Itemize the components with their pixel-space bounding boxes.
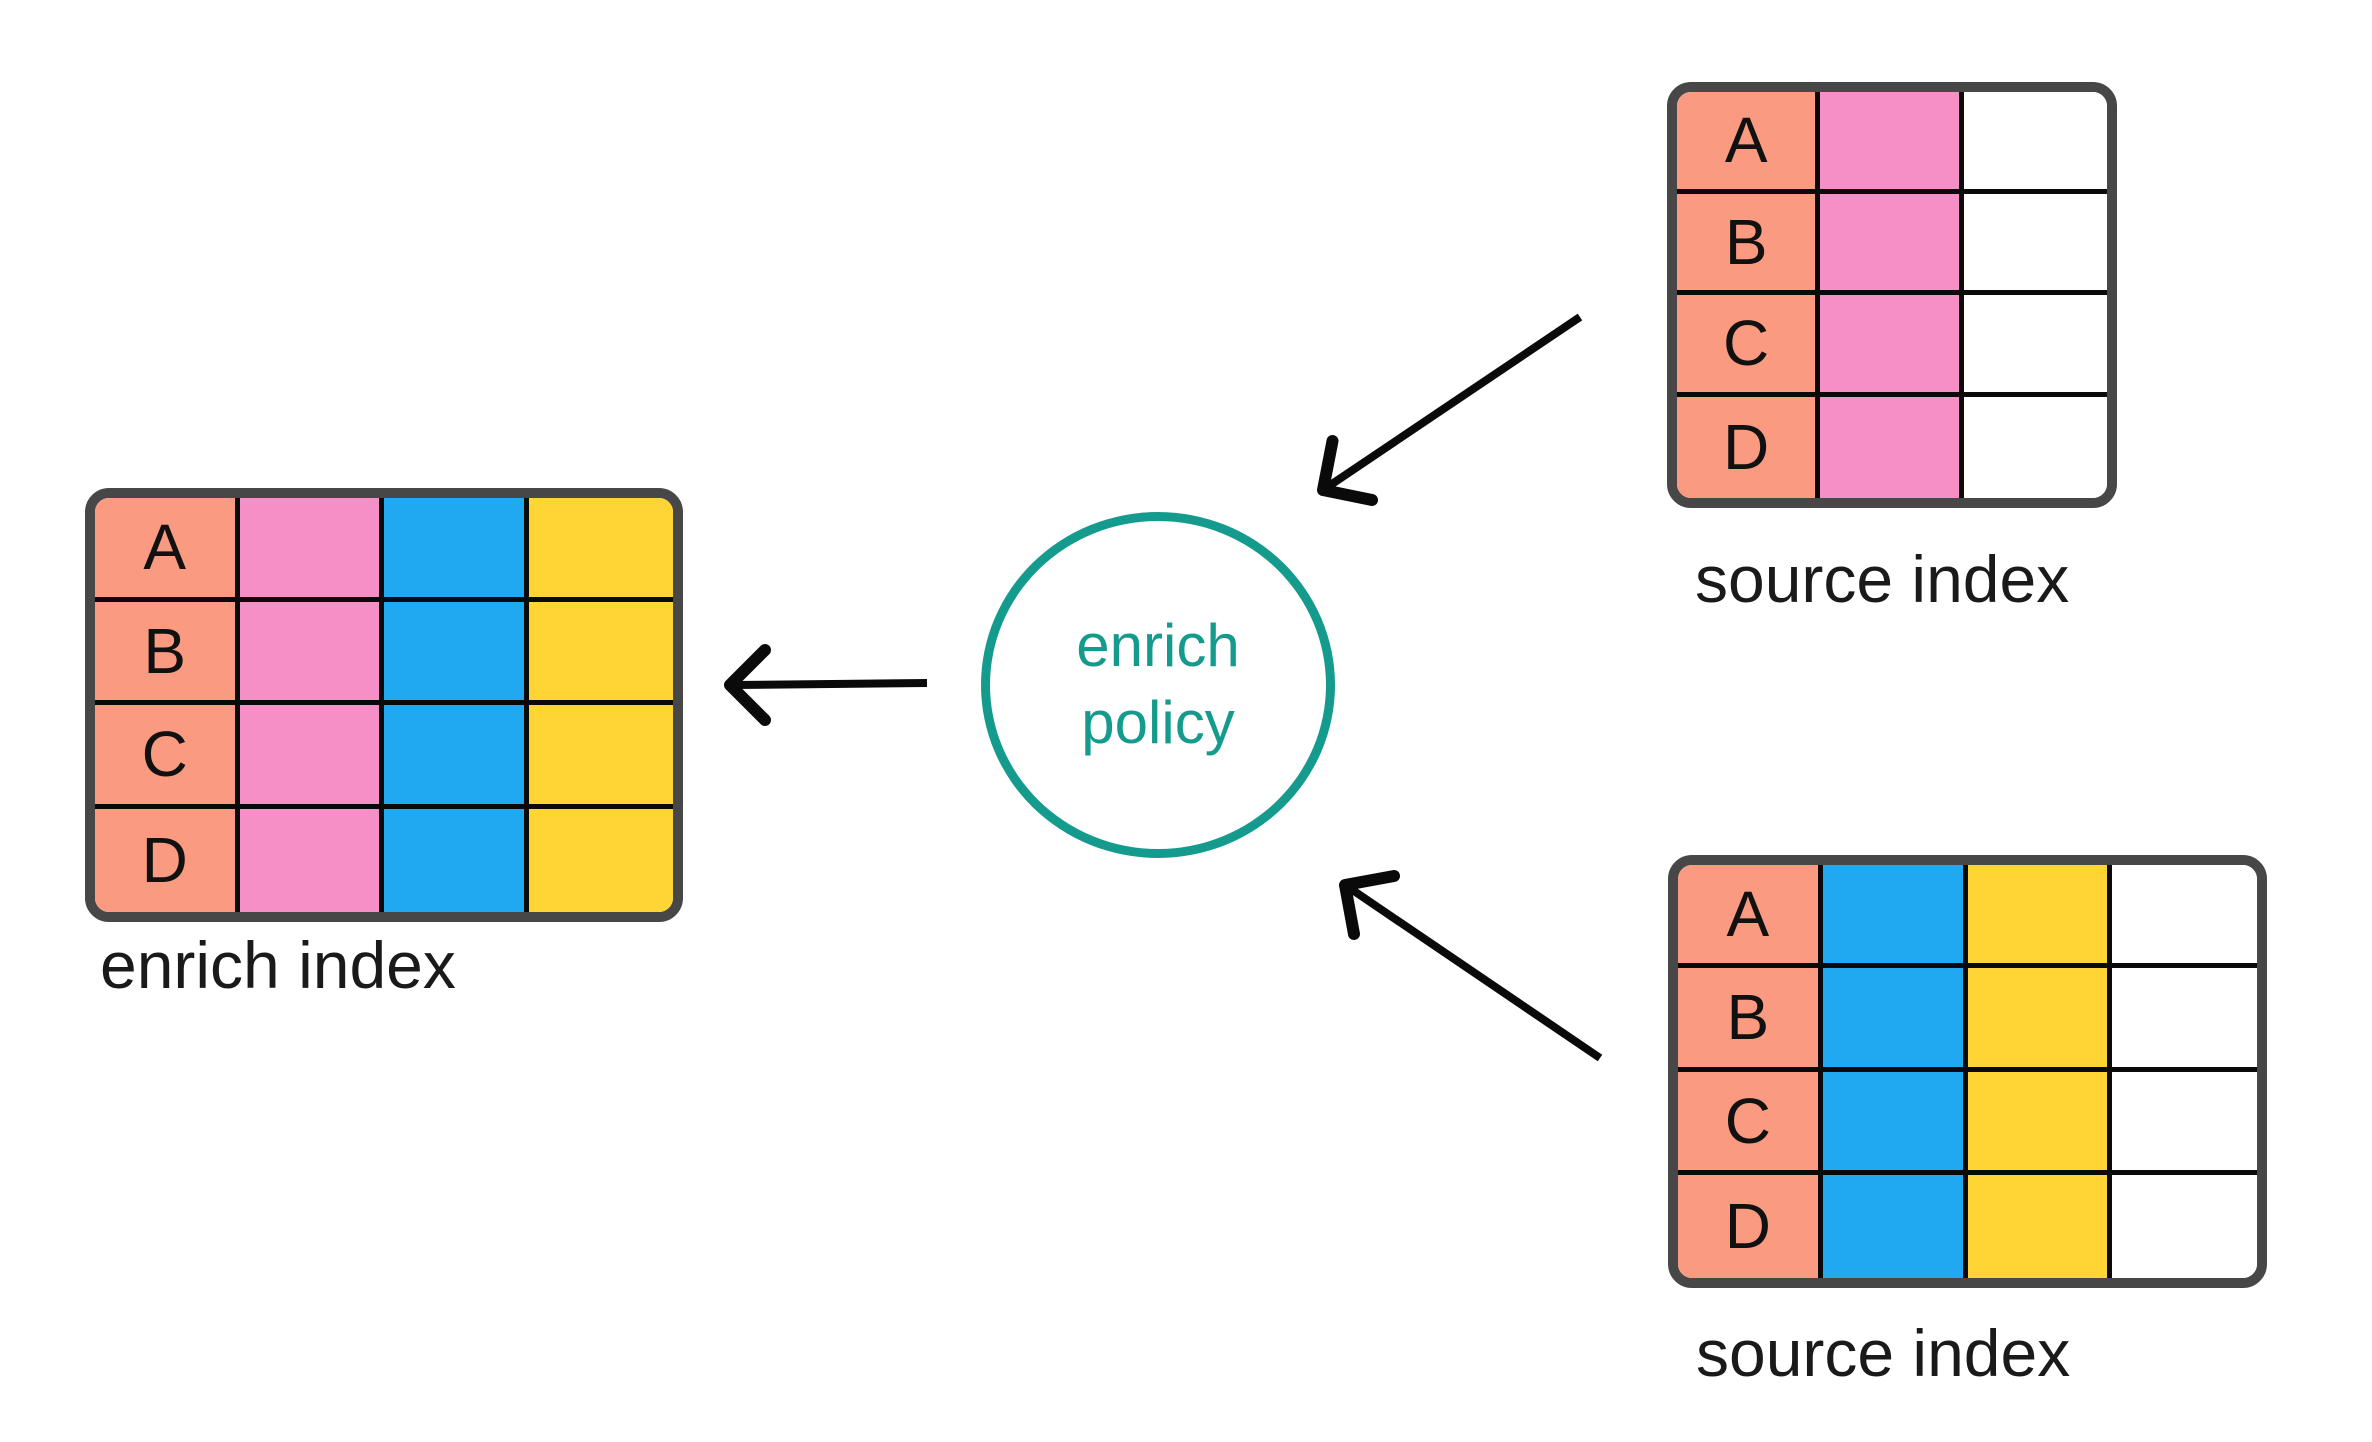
key-cell: D bbox=[1677, 396, 1821, 498]
row-letter: B bbox=[1726, 981, 1770, 1054]
value-cell bbox=[384, 601, 529, 705]
row-letter: C bbox=[141, 718, 188, 791]
value-cell bbox=[1820, 193, 1964, 295]
key-cell: D bbox=[1678, 1174, 1823, 1278]
row-letter: B bbox=[143, 614, 187, 687]
value-cell bbox=[239, 498, 384, 602]
key-cell: A bbox=[95, 498, 240, 602]
value-cell bbox=[1822, 865, 1968, 969]
key-cell: A bbox=[1677, 92, 1821, 194]
enrich-index-label: enrich index bbox=[100, 928, 456, 1002]
value-cell bbox=[1963, 295, 2107, 397]
key-cell: C bbox=[1678, 1071, 1823, 1175]
value-cell bbox=[1963, 92, 2107, 194]
enrich-policy-label-line2: policy bbox=[1081, 689, 1235, 756]
value-cell bbox=[2112, 1071, 2257, 1175]
row-letter: A bbox=[1726, 878, 1770, 951]
key-cell: D bbox=[95, 808, 240, 912]
arrow-source-top-to-policy bbox=[1317, 313, 1583, 506]
value-cell bbox=[1963, 396, 2107, 498]
value-cell bbox=[1822, 1174, 1968, 1278]
source-index-bottom-label: source index bbox=[1696, 1316, 2071, 1390]
key-cell: A bbox=[1678, 865, 1823, 969]
value-cell bbox=[1820, 92, 1964, 194]
value-cell bbox=[1967, 865, 2113, 969]
value-cell bbox=[1822, 968, 1968, 1072]
row-letter: A bbox=[1724, 104, 1768, 177]
value-cell bbox=[239, 808, 384, 912]
value-cell bbox=[1963, 193, 2107, 295]
row-letter: A bbox=[143, 511, 187, 584]
value-cell bbox=[528, 601, 673, 705]
row-letter: B bbox=[1724, 205, 1768, 278]
value-cell bbox=[2112, 865, 2257, 969]
value-cell bbox=[239, 705, 384, 809]
value-cell bbox=[528, 498, 673, 602]
key-cell: C bbox=[1677, 295, 1821, 397]
value-cell bbox=[528, 808, 673, 912]
key-cell: B bbox=[95, 601, 240, 705]
value-cell bbox=[1967, 1071, 2113, 1175]
value-cell bbox=[1967, 1174, 2113, 1278]
key-cell: B bbox=[1677, 193, 1821, 295]
row-letter: C bbox=[1723, 307, 1770, 380]
value-cell bbox=[1822, 1071, 1968, 1175]
value-cell bbox=[1967, 968, 2113, 1072]
source-index-top-table: A B C D bbox=[1667, 82, 2117, 508]
key-cell: B bbox=[1678, 968, 1823, 1072]
value-cell bbox=[1820, 295, 1964, 397]
row-letter: D bbox=[1723, 411, 1770, 484]
value-cell bbox=[1820, 396, 1964, 498]
value-cell bbox=[2112, 1174, 2257, 1278]
enrich-policy-circle: enrich policy bbox=[981, 512, 1335, 858]
row-letter: C bbox=[1724, 1084, 1771, 1157]
source-index-top-label: source index bbox=[1695, 542, 2070, 616]
key-cell: C bbox=[95, 705, 240, 809]
enrich-index-table: A B C D bbox=[85, 488, 683, 922]
enrich-policy-label-line1: enrich bbox=[1076, 612, 1240, 680]
value-cell bbox=[384, 808, 529, 912]
arrow-policy-to-enrich-index bbox=[724, 644, 928, 726]
value-cell bbox=[528, 705, 673, 809]
value-cell bbox=[2112, 968, 2257, 1072]
value-cell bbox=[384, 705, 529, 809]
row-letter: D bbox=[141, 824, 188, 897]
value-cell bbox=[384, 498, 529, 602]
row-letter: D bbox=[1724, 1190, 1771, 1263]
arrow-source-bottom-to-policy bbox=[1339, 870, 1603, 1062]
value-cell bbox=[239, 601, 384, 705]
source-index-bottom-table: A B C D bbox=[1668, 855, 2267, 1288]
